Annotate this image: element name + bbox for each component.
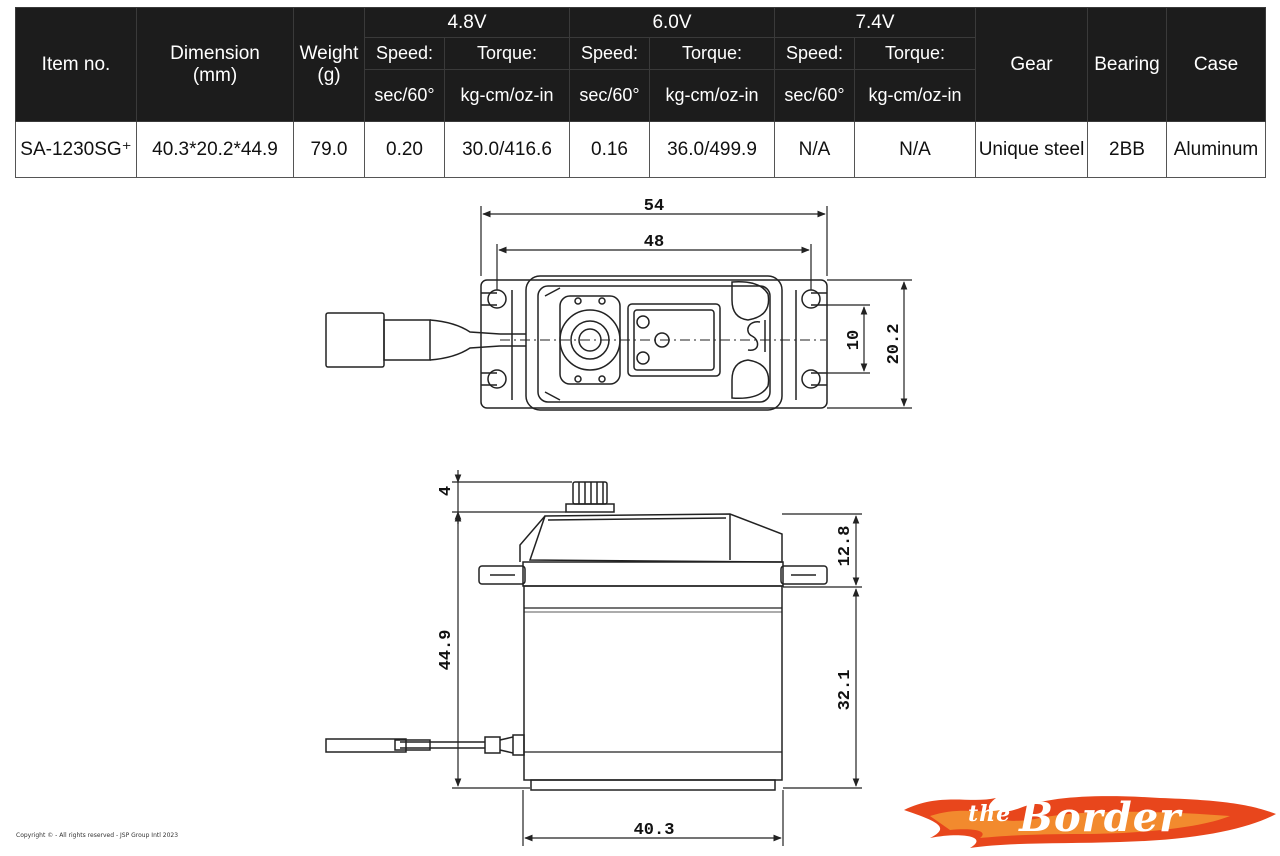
table-row: SA-1230SG⁺ 40.3*20.2*44.9 79.0 0.20 30.0… <box>15 121 1266 178</box>
top-dimensions <box>480 206 912 409</box>
mount-slot-left-top <box>481 289 507 309</box>
unit-torque-4-8: kg-cm/oz-in <box>444 69 570 122</box>
brand-wordmark: the Border <box>968 794 1181 841</box>
header-dimension: Dimension (mm) <box>136 7 294 122</box>
output-spline <box>565 481 615 513</box>
header-torque-6-0: Torque: <box>649 37 775 70</box>
top-flange <box>480 279 828 409</box>
brand-big-text: Border <box>1019 794 1182 841</box>
side-case-body <box>522 561 784 587</box>
dim-label-32-1: 32.1 <box>836 670 855 711</box>
side-bottom-cap <box>530 779 776 791</box>
mount-slot-right-top <box>801 289 827 309</box>
servo-connector-side <box>325 738 407 753</box>
header-item-no: Item no. <box>15 7 137 122</box>
cell-gear: Unique steel <box>975 121 1088 178</box>
servo-drawing: 54 48 10 20.2 <box>325 197 912 846</box>
header-voltage-7-4: 7.4V <box>774 7 976 38</box>
header-torque-4-8: Torque: <box>444 37 570 70</box>
brand-flame-logo <box>904 796 1276 848</box>
unit-speed-7-4: sec/60° <box>774 69 855 122</box>
dim-label-40-3: 40.3 <box>634 821 675 840</box>
header-dimension-label: Dimension <box>170 42 260 64</box>
cell-speed-4-8: 0.20 <box>364 121 445 178</box>
cell-case: Aluminum <box>1166 121 1266 178</box>
header-speed-7-4: Speed: <box>774 37 855 70</box>
mount-slot-left-bottom <box>481 369 507 389</box>
brand-small-text: the <box>968 801 1012 827</box>
header-case: Case <box>1166 7 1266 122</box>
dim-label-44-9: 44.9 <box>437 630 456 671</box>
unit-speed-6-0: sec/60° <box>569 69 650 122</box>
header-weight-unit: (g) <box>317 64 341 86</box>
side-view <box>325 481 828 791</box>
cell-torque-6-0: 36.0/499.9 <box>649 121 775 178</box>
header-voltage-6-0: 6.0V <box>569 7 775 38</box>
side-dimensions <box>452 470 862 846</box>
brand-logo-emboss <box>747 320 766 352</box>
header-weight-label: Weight <box>299 42 359 64</box>
side-mount-tab-left <box>478 565 526 585</box>
header-torque-7-4: Torque: <box>854 37 976 70</box>
side-top-cover <box>528 513 783 563</box>
header-speed-6-0: Speed: <box>569 37 650 70</box>
unit-speed-4-8: sec/60° <box>364 69 445 122</box>
top-view <box>325 275 828 411</box>
servo-connector <box>325 312 385 368</box>
cell-torque-7-4: N/A <box>854 121 976 178</box>
unit-torque-7-4: kg-cm/oz-in <box>854 69 976 122</box>
dim-label-20-2: 20.2 <box>885 324 904 365</box>
cell-speed-6-0: 0.16 <box>569 121 650 178</box>
header-dimension-unit: (mm) <box>192 64 238 86</box>
cell-weight: 79.0 <box>293 121 365 178</box>
cell-bearing: 2BB <box>1087 121 1167 178</box>
cell-dimension: 40.3*20.2*44.9 <box>136 121 294 178</box>
cell-speed-7-4: N/A <box>774 121 855 178</box>
cell-torque-4-8: 30.0/416.6 <box>444 121 570 178</box>
cell-item-no: SA-1230SG⁺ <box>15 121 137 178</box>
header-bearing: Bearing <box>1087 7 1167 122</box>
servo-lead-top <box>325 312 526 368</box>
dim-label-12-8: 12.8 <box>836 526 855 567</box>
dim-label-4: 4 <box>437 486 456 496</box>
dim-label-54: 54 <box>644 197 664 216</box>
header-speed-4-8: Speed: <box>364 37 445 70</box>
dim-label-48: 48 <box>644 233 664 252</box>
dim-label-10: 10 <box>845 330 864 350</box>
mount-slot-right-bottom <box>801 369 827 389</box>
header-gear: Gear <box>975 7 1088 122</box>
top-case-body <box>525 275 783 411</box>
header-weight: Weight (g) <box>293 7 365 122</box>
copyright-notice: Copyright © - All rights reserved - JSP … <box>16 832 179 839</box>
unit-torque-6-0: kg-cm/oz-in <box>649 69 775 122</box>
spec-table: Item no. Dimension (mm) Weight (g) 4.8V … <box>15 7 1266 178</box>
side-mount-tab-right <box>780 565 828 585</box>
header-voltage-4-8: 4.8V <box>364 7 570 38</box>
servo-lead-side <box>325 734 525 756</box>
